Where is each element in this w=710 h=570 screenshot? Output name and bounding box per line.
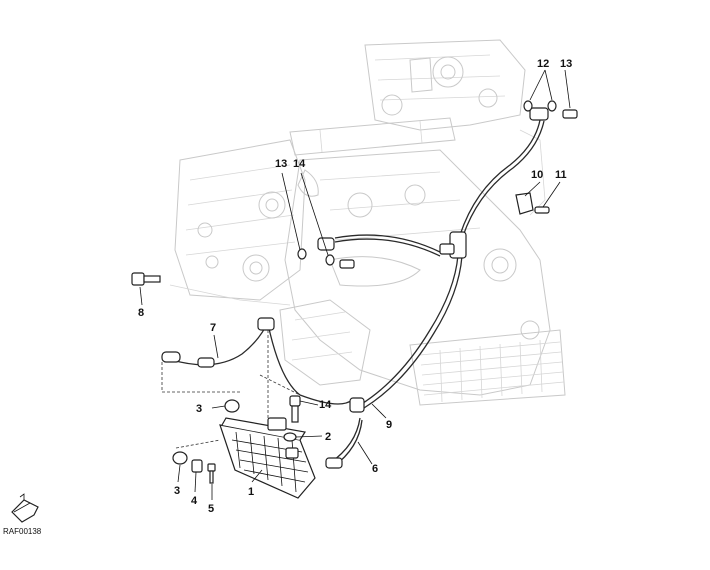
callout-5: 5 (208, 503, 214, 515)
callout-3-lower: 3 (174, 485, 180, 497)
callout-11: 11 (555, 169, 567, 181)
callout-10: 10 (531, 169, 543, 181)
oil-hoses (161, 107, 549, 469)
callout-9: 9 (386, 419, 392, 431)
alignment-lines (161, 330, 301, 449)
callout-6: 6 (372, 463, 378, 475)
callout-13-upper: 13 (560, 58, 572, 70)
callout-14-number-label: 14 (319, 399, 332, 411)
callout-2: 2 (325, 431, 331, 443)
callout-13-left: 14 (293, 158, 306, 170)
callout-12-left: 13 (275, 158, 287, 170)
callout-7-label: 7 (210, 322, 216, 334)
callout-4: 4 (191, 495, 198, 507)
callout-12-upper: 12 (537, 58, 549, 70)
hardware (131, 100, 578, 484)
engine-outline (169, 39, 566, 406)
front-arrow-icon (11, 493, 39, 523)
callout-1: 1 (248, 486, 254, 498)
leader-lines (139, 69, 571, 500)
oil-cooler (219, 417, 316, 499)
callout-8: 8 (138, 307, 144, 319)
figure-code: RAF00138 (3, 527, 42, 536)
callout-3-upper: 3 (196, 403, 202, 415)
callout-labels: 12 13 13 14 10 11 8 9 7 3 14 14 14 14 14… (138, 58, 572, 515)
